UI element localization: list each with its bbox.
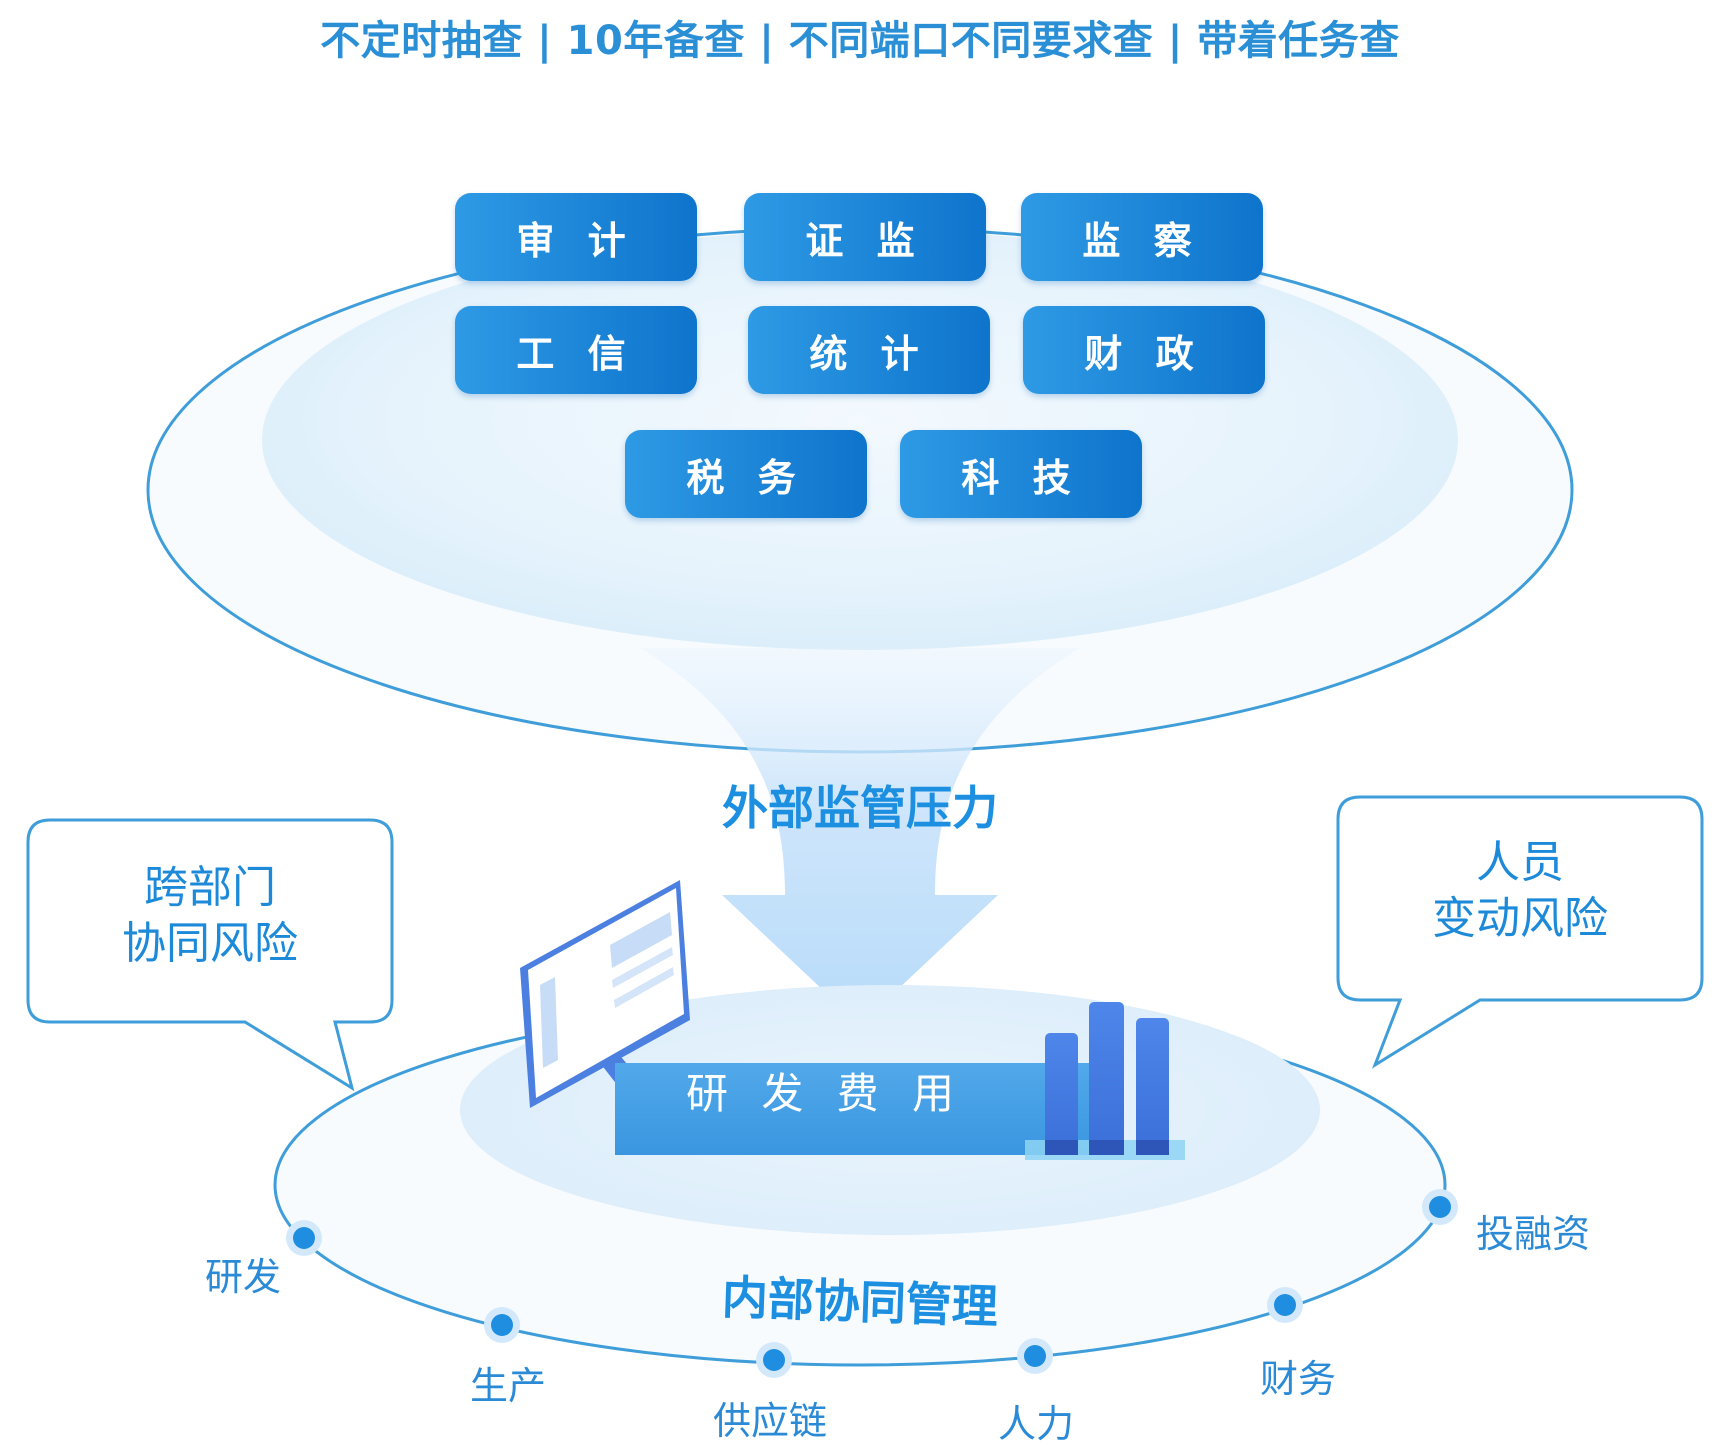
regulator-pill: 财 政	[1023, 306, 1265, 394]
external-pressure-title: 外部监管压力	[722, 781, 998, 835]
ring-node-dot	[1429, 1196, 1451, 1218]
bubble-right	[1336, 795, 1704, 1069]
ring-node-dot	[763, 1349, 785, 1371]
funnel-flow	[640, 648, 1080, 1025]
bubble-right-line: 变动风险	[1432, 893, 1608, 944]
ring-node-label: 供应链	[713, 1399, 828, 1443]
regulator-pill: 统 计	[748, 306, 990, 394]
headline: 不定时抽查 | 10年备查 | 不同端口不同要求查 | 带着任务查	[320, 18, 1400, 64]
ring-node-label: 财务	[1260, 1357, 1337, 1401]
bubble-left-text: 跨部门 协同风险	[28, 860, 392, 972]
ring-node-dot	[293, 1227, 315, 1249]
regulator-pill: 科 技	[900, 430, 1142, 518]
regulator-pill: 监 察	[1021, 193, 1263, 281]
bubble-left-line: 跨部门	[144, 862, 276, 913]
ring-node-dot	[491, 1314, 513, 1336]
center-bar-label: 研 发 费 用	[685, 1069, 965, 1118]
regulator-pill: 工 信	[455, 306, 697, 394]
regulator-pill: 证 监	[744, 193, 986, 281]
bubble-right-line: 人员	[1476, 837, 1564, 888]
center-bar	[615, 1063, 1095, 1155]
bubble-right-text: 人员 变动风险	[1338, 835, 1702, 947]
ring-nodes	[286, 1189, 1458, 1378]
regulator-pill: 税 务	[625, 430, 867, 518]
ring-node-label: 研发	[205, 1255, 282, 1299]
ring-node-dot	[1024, 1345, 1046, 1367]
column-illustration	[1025, 1002, 1185, 1160]
bubble-left	[26, 818, 394, 1092]
ring-node-dot	[1274, 1294, 1296, 1316]
ring-node-label: 人力	[998, 1402, 1075, 1446]
bubble-left-line: 协同风险	[122, 918, 298, 969]
regulator-pill: 审 计	[455, 193, 697, 281]
ring-node-label: 投融资	[1476, 1212, 1591, 1256]
ring-node-label: 生产	[470, 1364, 547, 1408]
